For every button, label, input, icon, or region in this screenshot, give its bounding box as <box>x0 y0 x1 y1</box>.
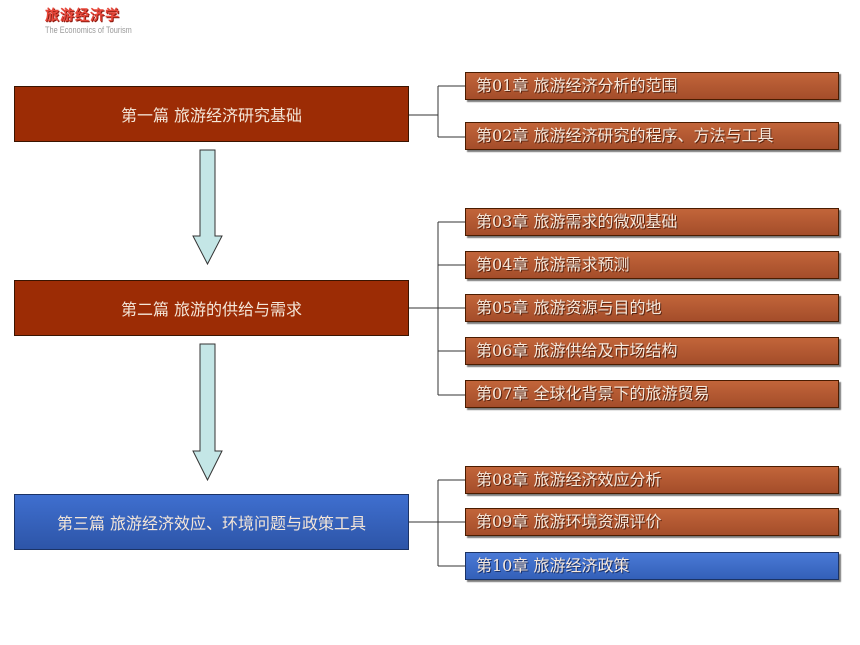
chapter-04[interactable]: 第04章 旅游需求预测 <box>465 251 839 279</box>
part-2-label: 第二篇 旅游的供给与需求 <box>120 300 303 319</box>
chapter-01[interactable]: 第01章 旅游经济分析的范围 <box>465 72 839 100</box>
down-arrow-1 <box>192 149 223 266</box>
chapter-10[interactable]: 第10章 旅游经济政策 <box>465 552 839 580</box>
down-arrow-2 <box>192 343 223 482</box>
chapter-08[interactable]: 第08章 旅游经济效应分析 <box>465 466 839 494</box>
chapter-07[interactable]: 第07章 全球化背景下的旅游贸易 <box>465 380 839 408</box>
chapter-03[interactable]: 第03章 旅游需求的微观基础 <box>465 208 839 236</box>
logo: 旅游经济学 The Economics of Tourism <box>45 8 151 36</box>
chapter-05[interactable]: 第05章 旅游资源与目的地 <box>465 294 839 322</box>
part-3-box[interactable]: 第三篇 旅游经济效应、环境问题与政策工具 <box>14 494 409 550</box>
bracket-part-1 <box>409 85 466 138</box>
part-3-label: 第三篇 旅游经济效应、环境问题与政策工具 <box>56 514 367 533</box>
logo-title-cn: 旅游经济学 <box>45 8 120 24</box>
part-1-box[interactable]: 第一篇 旅游经济研究基础 <box>14 86 409 142</box>
bracket-part-2 <box>409 221 466 396</box>
part-2-box[interactable]: 第二篇 旅游的供给与需求 <box>14 280 409 336</box>
chapter-02[interactable]: 第02章 旅游经济研究的程序、方法与工具 <box>465 122 839 150</box>
chapter-06[interactable]: 第06章 旅游供给及市场结构 <box>465 337 839 365</box>
logo-title-en: The Economics of Tourism <box>45 25 132 35</box>
part-1-label: 第一篇 旅游经济研究基础 <box>120 106 303 125</box>
bracket-part-3 <box>409 479 466 567</box>
chapter-09[interactable]: 第09章 旅游环境资源评价 <box>465 508 839 536</box>
